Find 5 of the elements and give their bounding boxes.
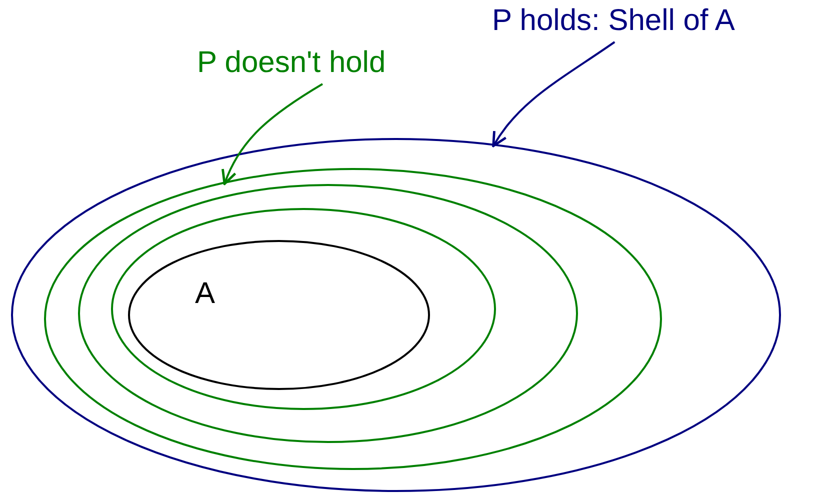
- annotation-text: P holds: Shell of A: [492, 6, 735, 36]
- leader-arrow: [492, 41, 616, 148]
- region-label: A: [195, 279, 216, 309]
- annotation-text: P doesn't hold: [197, 48, 386, 78]
- leader-arrow: [222, 83, 324, 185]
